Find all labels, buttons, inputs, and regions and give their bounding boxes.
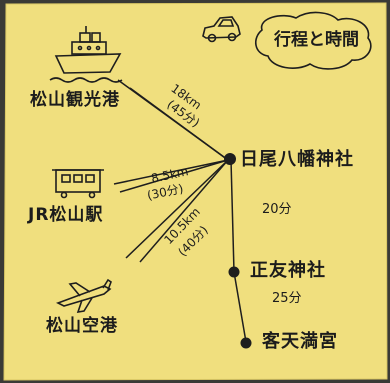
place-masatomo: 正友神社 <box>250 260 326 281</box>
hub-dot <box>224 153 236 165</box>
route-port-2 <box>129 87 229 161</box>
place-hub: 日尾八幡神社 <box>240 149 354 170</box>
kyakuten-dot <box>240 337 252 349</box>
route-hub-masatomo <box>230 159 235 273</box>
train-icon <box>52 169 104 199</box>
route-hub-masatomo-time: 20分 <box>262 202 292 217</box>
route-airport-2 <box>139 159 229 263</box>
place-station: JR松山駅 <box>28 205 104 225</box>
car-icon <box>202 16 241 43</box>
place-port: 松山観光港 <box>30 90 120 110</box>
route-airport <box>125 159 229 259</box>
place-kyakuten: 客天満宮 <box>262 331 338 352</box>
route-station <box>113 159 229 185</box>
route-station-2 <box>119 159 229 193</box>
masatomo-dot <box>228 266 240 278</box>
route-lines <box>113 79 247 343</box>
route-masatomo-kyakuten <box>233 271 247 343</box>
route-masatomo-kyakuten-time: 25分 <box>272 291 302 306</box>
diagram-title: 行程と時間 <box>274 30 359 50</box>
ship-icon <box>49 26 123 83</box>
airplane-icon <box>55 278 112 314</box>
place-airport: 松山空港 <box>46 316 118 336</box>
title-bubble <box>255 11 372 70</box>
